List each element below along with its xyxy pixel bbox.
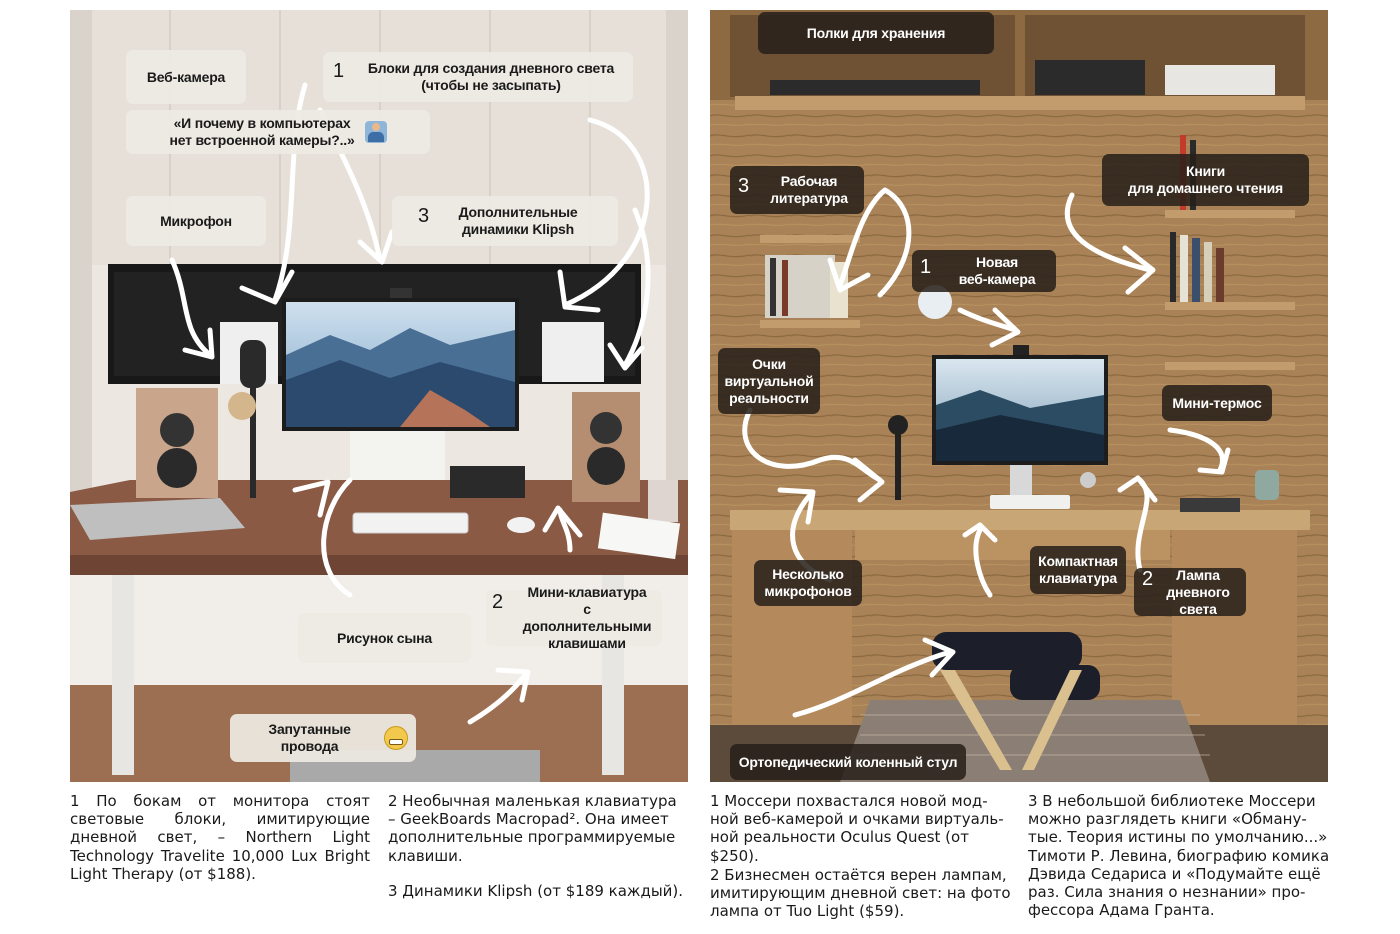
- label-storage-shelves-text: Полки для хранения: [806, 24, 946, 41]
- label-mini-keyboard-text: Мини-клавиатура с дополнительными клавиш…: [522, 584, 652, 651]
- label-new-webcam-text: Новая веб-камера: [958, 254, 1036, 287]
- label-question: «И почему в компьютерах нет встроенной к…: [126, 110, 430, 154]
- label-mini-keyboard: 2 Мини-клавиатура с дополнительными клав…: [486, 584, 662, 651]
- label-son-drawing: Рисунок сына: [298, 613, 471, 663]
- caption-column-3b: 2 Бизнесмен остаётся верен лампам, имити…: [710, 866, 1011, 921]
- label-daylight-lamp-text: Лампа дневного света: [1166, 566, 1230, 617]
- label-son-drawing-text: Рисунок сына: [336, 629, 432, 646]
- label-home-books: Книги для домашнего чтения: [1102, 154, 1309, 206]
- caption-column-2a: 2 Необычная маленькая клавиатура – GeekB…: [388, 792, 677, 865]
- label-daylight-lamp-number: 2: [1142, 568, 1153, 590]
- label-light-blocks-text: Блоки для создания дневного света (чтобы…: [367, 60, 615, 93]
- label-webcam: Веб-камера: [126, 50, 246, 104]
- label-tangled-wires: Запутанные провода: [230, 714, 416, 762]
- label-light-blocks-number: 1: [333, 60, 344, 82]
- label-daylight-lamp: 2 Лампа дневного света: [1134, 566, 1246, 617]
- label-mini-thermos: Мини-термос: [1162, 385, 1272, 421]
- label-work-literature-text: Рабочая литература: [770, 173, 848, 206]
- label-microphone-text: Микрофон: [160, 212, 232, 229]
- label-microphones-text: Несколько микрофонов: [764, 566, 852, 599]
- label-question-text: «И почему в компьютерах нет встроенной к…: [169, 115, 355, 148]
- label-work-literature: 3 Рабочая литература: [730, 166, 864, 214]
- label-mini-keyboard-number: 2: [492, 591, 503, 613]
- label-compact-keyboard: Компактная клавиатура: [1030, 546, 1126, 594]
- label-vr-glasses-text: Очки виртуальной реальности: [724, 355, 814, 406]
- label-tangled-wires-text: Запутанные провода: [268, 721, 351, 754]
- label-home-books-text: Книги для домашнего чтения: [1127, 163, 1284, 196]
- label-knee-chair: Ортопедический коленный стул: [730, 744, 966, 780]
- label-speakers: 3 Дополнительные динамики Klipsh: [392, 196, 618, 246]
- right-workspace-photo: Полки для хранения 3 Рабочая литература …: [710, 10, 1328, 782]
- hand-drawn-arrow-icon: [169, 82, 651, 725]
- caption-column-3a: 1 Моссери похвастался новой мод- ной веб…: [710, 792, 1004, 865]
- grimace-emoji-icon: [384, 726, 408, 750]
- shrug-emoji-icon: [364, 121, 387, 143]
- label-microphones: Несколько микрофонов: [754, 560, 862, 606]
- caption-column-2b: 3 Динамики Klipsh (от $189 каждый).: [388, 882, 684, 900]
- label-new-webcam: 1 Новая веб-камера: [912, 250, 1056, 292]
- label-storage-shelves: Полки для хранения: [758, 12, 994, 54]
- label-speakers-number: 3: [418, 205, 429, 227]
- label-knee-chair-text: Ортопедический коленный стул: [738, 753, 958, 770]
- left-workspace-photo: Веб-камера 1 Блоки для создания дневного…: [70, 10, 688, 782]
- label-new-webcam-number: 1: [920, 256, 931, 278]
- hand-drawn-arrow-icon: [742, 187, 1231, 718]
- label-light-blocks: 1 Блоки для создания дневного света (что…: [323, 52, 633, 102]
- label-compact-keyboard-text: Компактная клавиатура: [1038, 553, 1118, 586]
- label-vr-glasses: Очки виртуальной реальности: [718, 348, 820, 414]
- caption-column-1: 1 По бокам от монитора стоят световые бл…: [70, 792, 370, 883]
- label-work-literature-number: 3: [738, 175, 749, 197]
- caption-column-4: 3 В небольшой библиотеке Моссери можно р…: [1028, 792, 1330, 920]
- label-mini-thermos-text: Мини-термос: [1172, 394, 1262, 411]
- label-speakers-text: Дополнительные динамики Klipsh: [458, 204, 578, 237]
- label-webcam-text: Веб-камера: [146, 68, 226, 85]
- label-microphone: Микрофон: [126, 196, 266, 246]
